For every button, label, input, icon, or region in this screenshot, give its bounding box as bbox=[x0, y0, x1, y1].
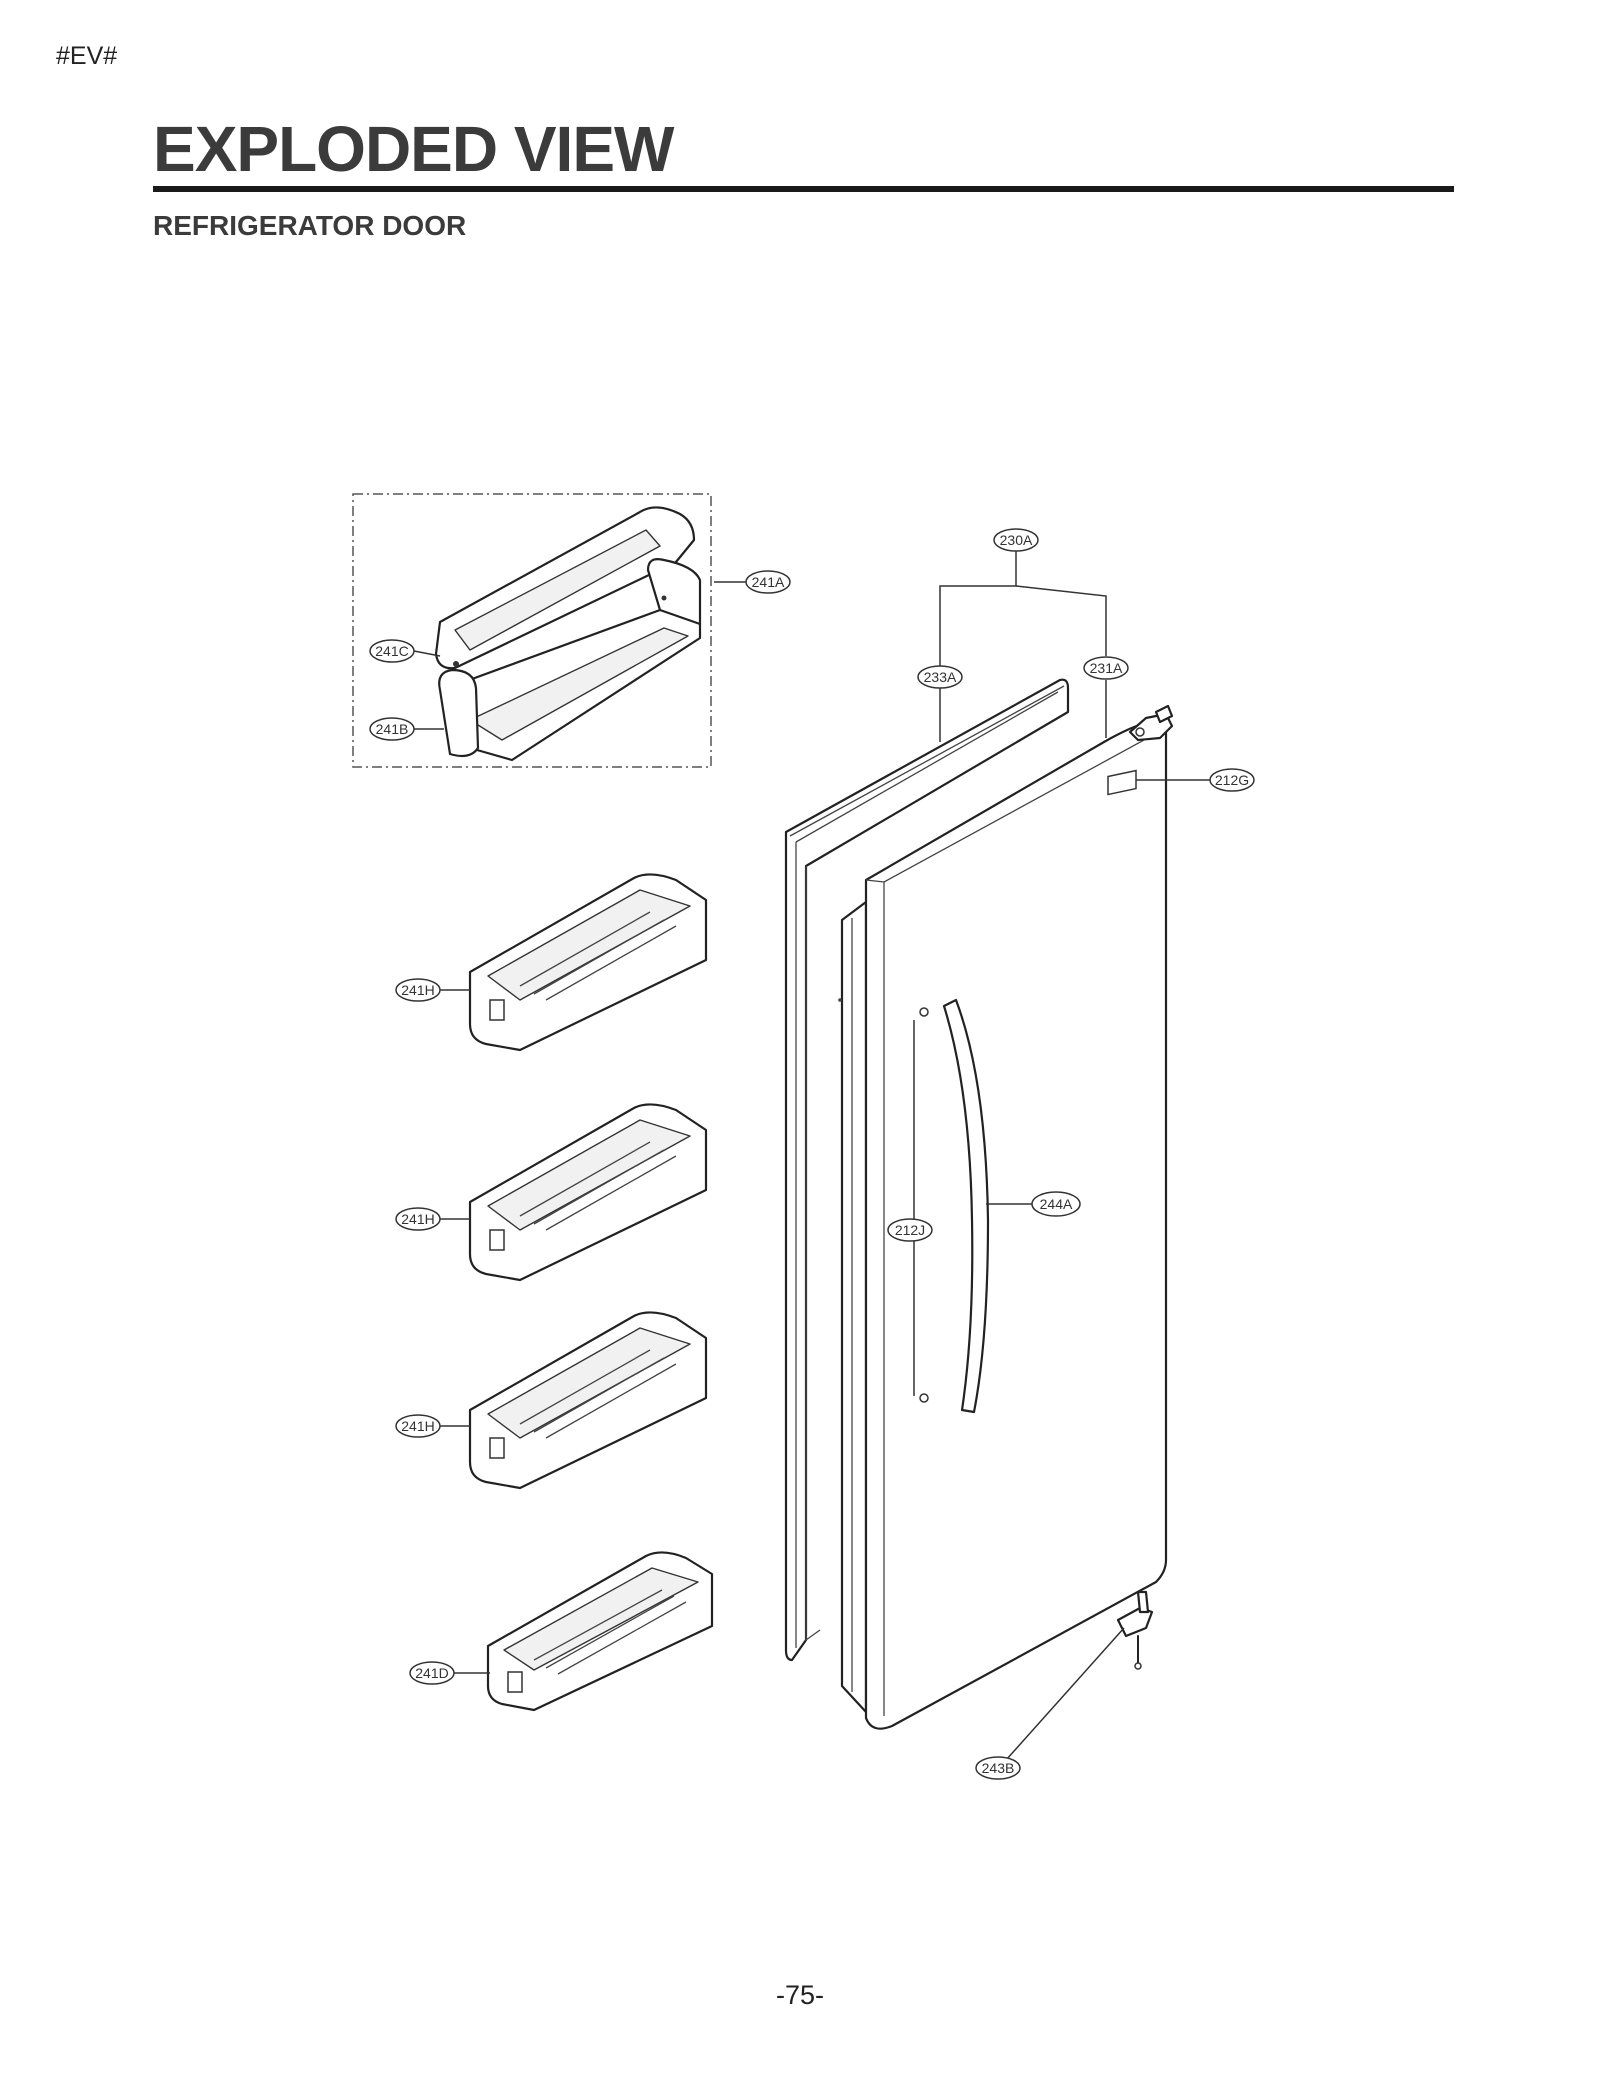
detail-box bbox=[352, 493, 712, 768]
svg-text:241H: 241H bbox=[401, 1211, 434, 1227]
svg-text:233A: 233A bbox=[924, 669, 957, 685]
svg-text:241D: 241D bbox=[415, 1665, 448, 1681]
svg-text:241C: 241C bbox=[375, 643, 408, 659]
door-bin-1 bbox=[468, 873, 708, 1052]
callout-241B: 241B bbox=[369, 717, 415, 741]
bottom-hinge bbox=[1116, 1590, 1154, 1670]
callout-241H-1: 241H bbox=[395, 978, 441, 1002]
svg-text:241H: 241H bbox=[401, 1418, 434, 1434]
leader-lines bbox=[413, 550, 1210, 1761]
door-bin-2 bbox=[468, 1103, 708, 1282]
callout-241H-2: 241H bbox=[395, 1207, 441, 1231]
door-bin-4 bbox=[486, 1551, 714, 1712]
svg-text:244A: 244A bbox=[1040, 1196, 1073, 1212]
callout-243B: 243B bbox=[975, 1756, 1021, 1780]
callout-241D: 241D bbox=[409, 1661, 455, 1685]
svg-text:231A: 231A bbox=[1090, 660, 1123, 676]
svg-text:230A: 230A bbox=[1000, 532, 1033, 548]
svg-text:212J: 212J bbox=[895, 1222, 925, 1238]
callout-241A: 241A bbox=[745, 570, 791, 594]
svg-text:243B: 243B bbox=[982, 1760, 1015, 1776]
callout-230A: 230A bbox=[993, 528, 1039, 552]
svg-text:241H: 241H bbox=[401, 982, 434, 998]
door-handle bbox=[919, 998, 990, 1414]
svg-text:241A: 241A bbox=[752, 574, 785, 590]
callout-212G: 212G bbox=[1209, 768, 1255, 792]
svg-text:212G: 212G bbox=[1215, 772, 1249, 788]
callout-241C: 241C bbox=[369, 639, 415, 663]
top-door-basket bbox=[434, 506, 702, 762]
door-outer-shell bbox=[864, 704, 1174, 1730]
callout-231A: 231A bbox=[1083, 656, 1129, 680]
title-rule bbox=[153, 186, 1454, 192]
door-bin-3 bbox=[468, 1311, 708, 1490]
door-gasket bbox=[784, 678, 1070, 1662]
page-title: EXPLODED VIEW bbox=[153, 113, 674, 185]
callout-241H-3: 241H bbox=[395, 1414, 441, 1438]
callout-244A: 244A bbox=[1031, 1191, 1081, 1217]
page-subtitle: REFRIGERATOR DOOR bbox=[153, 210, 467, 241]
callout-212J: 212J bbox=[887, 1218, 933, 1242]
svg-text:241B: 241B bbox=[376, 721, 409, 737]
section-marker: #EV# bbox=[56, 42, 118, 70]
page-number: -75- bbox=[775, 1980, 824, 2010]
callout-233A: 233A bbox=[917, 665, 963, 689]
inner-door-panel bbox=[838, 900, 868, 1714]
